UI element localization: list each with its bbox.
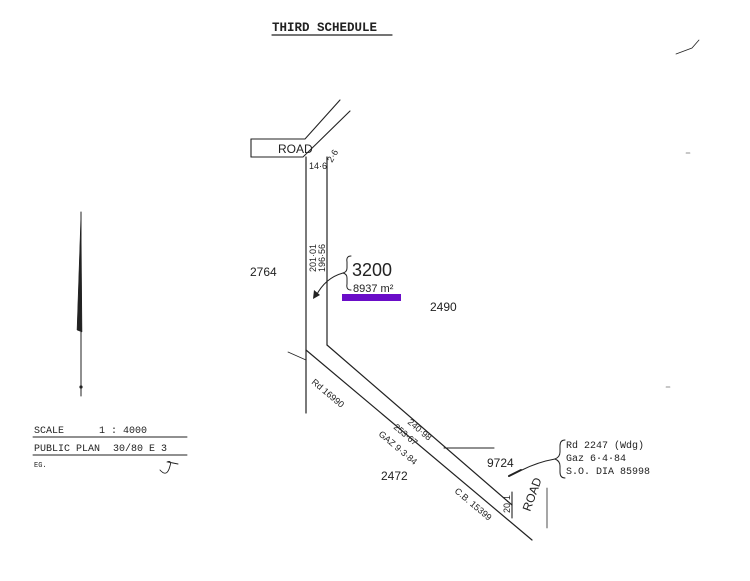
schedule-title: THIRD SCHEDULE xyxy=(272,21,377,35)
initials-label: EG. xyxy=(34,462,47,470)
rd-annotation: Rd 16990 xyxy=(310,377,346,410)
parcel-area-highlight xyxy=(342,294,401,301)
southeast-road-pointer xyxy=(508,469,522,477)
north-road-lower-edge xyxy=(250,110,351,158)
parcel-west-diagonal xyxy=(305,349,533,541)
parcel-number: 3200 xyxy=(352,260,392,280)
north-road-upper-edge xyxy=(250,99,341,140)
road-reference-line2: Gaz 6·4·84 xyxy=(566,454,626,465)
north-road-label: ROAD xyxy=(278,142,313,156)
southeast-road-label: ROAD xyxy=(520,475,545,513)
parcel-pointer-arrow xyxy=(315,272,344,297)
parcel-label-brace xyxy=(342,255,352,291)
lot-2472: 2472 xyxy=(381,469,408,483)
scale-label: SCALE xyxy=(34,426,64,437)
diagonal-extension xyxy=(287,351,307,361)
parcel-east-diagonal xyxy=(326,344,513,506)
arrowhead-icon xyxy=(313,290,320,299)
road-reference-line1: Rd 2247 (Wdg) xyxy=(566,440,644,452)
scan-mark xyxy=(675,39,700,55)
scale-value: 1 : 4000 xyxy=(99,426,147,437)
west-boundary-dimension: 201·01 xyxy=(308,244,318,272)
lot-2490: 2490 xyxy=(430,300,457,314)
road-reference-brace xyxy=(553,439,566,479)
signature-mark xyxy=(159,461,179,474)
lot-9724: 9724 xyxy=(487,456,514,470)
plan-value: 30/80 E 3 xyxy=(113,443,167,455)
north-arrow-base-dot xyxy=(79,385,83,389)
lot-2764: 2764 xyxy=(250,265,277,279)
north-arrow-icon xyxy=(76,211,83,333)
parcel-area: 8937 m² xyxy=(353,283,394,295)
east-boundary-dimension: 196·56 xyxy=(317,244,327,272)
road-reference-leader xyxy=(521,458,556,471)
road-reference-line3: S.O. DIA 85998 xyxy=(566,467,650,478)
road-width-dimension: 20·1 xyxy=(502,495,512,513)
plan-label: PUBLIC PLAN xyxy=(34,444,100,455)
cb-annotation: C.B. 15399 xyxy=(453,486,494,523)
frontage-west-dimension: 14·6 xyxy=(309,161,327,171)
